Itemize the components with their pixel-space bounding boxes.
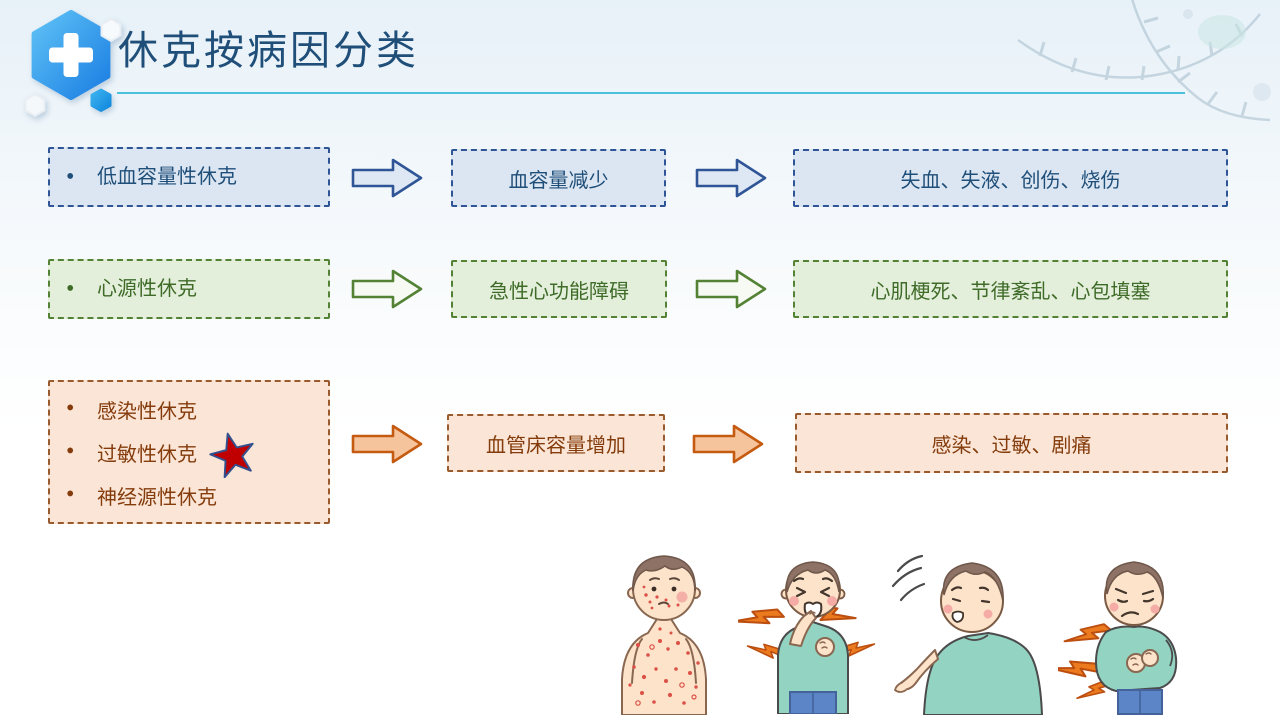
cause-label: 感染性休克 [97, 400, 197, 423]
cause-item: 感染性休克 [50, 388, 328, 431]
cause-box: 低血容量性休克 [48, 147, 330, 207]
cause-label: 心源性休克 [97, 278, 197, 300]
flow-arrow-icon [692, 424, 764, 464]
flow-arrow-icon [695, 269, 767, 309]
cause-item: 过敏性休克 [50, 431, 328, 478]
cause-item: 神经源性休克 [50, 474, 328, 517]
boy-with-chest-pain-illustration [738, 561, 876, 714]
cause-box: 感染性休克 过敏性休克 神经源性休克 [48, 380, 330, 524]
examples-box: 感染、过敏、剧痛 [795, 413, 1228, 473]
examples-box: 失血、失液、创伤、烧伤 [793, 149, 1228, 207]
flow-arrow-icon [351, 269, 423, 309]
flow-arrow-icon [351, 158, 423, 198]
title-underline [117, 92, 1185, 94]
boy-with-skin-rash-illustration [621, 555, 707, 715]
cause-item: 心源性休克 [50, 276, 328, 302]
cause-box: 心源性休克 [48, 259, 330, 319]
cause-label: 低血容量性休克 [97, 166, 237, 188]
cause-item: 低血容量性休克 [50, 164, 328, 190]
cause-label: 神经源性休克 [97, 486, 217, 509]
red-star-icon [209, 432, 254, 478]
dna-helix-decoration-icon [1017, 0, 1271, 122]
cause-label: 过敏性休克 [97, 443, 197, 466]
mechanism-box: 血容量减少 [451, 149, 666, 207]
boy-dizzy-illustration [891, 554, 1044, 715]
boy-with-abdominal-pain-illustration [1058, 561, 1178, 715]
examples-box: 心肌梗死、节律紊乱、心包填塞 [793, 260, 1228, 318]
slide-title: 休克按病因分类 [118, 28, 419, 73]
mechanism-box: 血管床容量增加 [447, 414, 665, 472]
flow-arrow-icon [351, 424, 423, 464]
flow-arrow-icon [695, 158, 767, 198]
mechanism-box: 急性心功能障碍 [451, 260, 667, 318]
